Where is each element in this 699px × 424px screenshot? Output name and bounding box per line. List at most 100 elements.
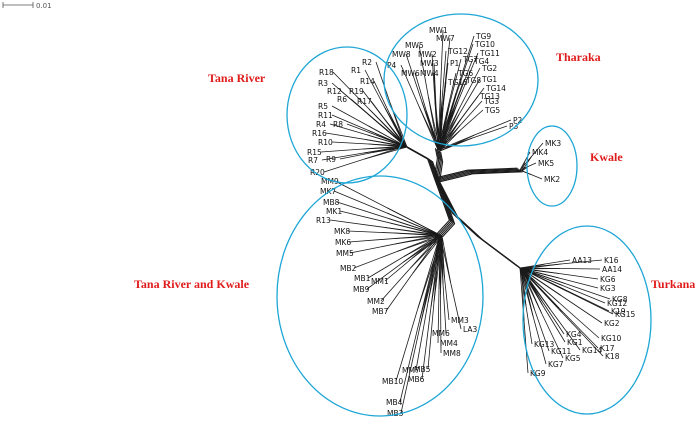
scale-bar-label: 0.01 (36, 2, 52, 10)
leaf-label: MW7 (436, 34, 455, 43)
branch-line (386, 212, 443, 237)
leaf-label: MM8 (443, 349, 461, 358)
leaf-label: R12 (327, 87, 342, 96)
leaf-label: R1 (351, 66, 361, 75)
leaf-label: K16 (604, 256, 619, 265)
leaf-label: TG13 (479, 92, 500, 101)
branch-line (521, 268, 567, 292)
leaf-label: MW5 (405, 41, 424, 50)
network-trunk-line (436, 169, 521, 181)
leaf-label: TG3 (483, 97, 499, 106)
network-trunk-line (433, 148, 438, 179)
branch-line (439, 115, 443, 152)
leaf-label: MB1 (354, 274, 371, 283)
leaf-label: MB2 (340, 264, 357, 273)
leaf-label: KG14 (582, 346, 603, 355)
leaf-label: R2 (362, 58, 372, 67)
leaf-label: P2 (513, 116, 523, 125)
leaf-label: R15 (307, 148, 322, 157)
branch-line (521, 268, 542, 314)
leaf-label: MB7 (372, 307, 389, 316)
branch-line (375, 134, 408, 148)
leaf-label: KG2 (604, 319, 620, 328)
leaf-label: R19 (349, 87, 364, 96)
leaf-label: P3 (509, 122, 519, 131)
leaf-label: MW3 (420, 59, 439, 68)
branch-line (521, 268, 551, 310)
leaf-label: R4 (316, 120, 326, 129)
branch-line (419, 107, 441, 152)
leaf-label: KG9 (530, 369, 546, 378)
leaf-label: KG11 (551, 347, 572, 356)
leaf-label: AA14 (602, 265, 622, 274)
branch-line (440, 235, 443, 295)
leaf-label: MM6 (432, 329, 450, 338)
leaf-label: R11 (318, 111, 333, 120)
leaf-label: TG14 (485, 84, 506, 93)
leaf-label: KG13 (534, 340, 555, 349)
network-trunk-line (435, 148, 440, 180)
leaf-label: TG9 (475, 32, 491, 41)
branch-line (441, 235, 451, 283)
leaf-label: TG6 (457, 69, 473, 78)
group-label-turkana: Turkana (651, 277, 695, 291)
network-core (402, 143, 523, 271)
network-trunk-line (436, 149, 441, 181)
leaf-label: R17 (357, 97, 372, 106)
leaf-label: TG10 (474, 40, 495, 49)
leaf-label: R13 (316, 216, 331, 225)
turkana-outline (522, 225, 652, 415)
network-trunk-line (439, 181, 523, 271)
leaf-label: LA3 (463, 325, 477, 334)
leaf-label: TG11 (479, 49, 500, 58)
branch-line (368, 125, 408, 148)
kwale-outline (526, 125, 578, 207)
leaf-label: R7 (308, 156, 318, 165)
branch-line (364, 146, 408, 160)
tharaka-outline (383, 13, 539, 147)
branch-line (521, 268, 562, 313)
leaf-label: MM3 (451, 316, 469, 325)
leaf-label: KG8 (612, 295, 628, 304)
leaf-label: MK1 (326, 207, 342, 216)
leaf-label: R20 (310, 168, 325, 177)
leaf-label: KG1 (567, 338, 583, 347)
network-trunk-line (434, 167, 518, 179)
leaf-label: MK6 (335, 238, 351, 247)
leaf-label: R6 (337, 95, 347, 104)
leaf-label: MB6 (408, 375, 425, 384)
cluster-outlines (276, 13, 652, 417)
branch-line (439, 122, 459, 152)
leaf-label: MW2 (418, 50, 437, 59)
leaf-label: TG8 (465, 76, 481, 85)
leaf-label: MW4 (420, 69, 439, 78)
leaf-label: K17 (600, 344, 615, 353)
leaf-label: MM2 (367, 297, 385, 306)
branch-line (521, 268, 534, 317)
scale-bar: 0.01 (2, 2, 52, 10)
leaf-label: R5 (318, 102, 328, 111)
leaf-label: MB9 (353, 285, 370, 294)
leaf-label: MM4 (440, 339, 458, 348)
leaf-label: AA13 (572, 256, 592, 265)
leaf-label: MW8 (392, 50, 411, 59)
branch-line (439, 137, 473, 152)
branch-line (410, 235, 443, 269)
leaf-label: KG3 (600, 284, 616, 293)
cluster-labels: Tana River Tharaka Kwale Tana River and … (134, 50, 695, 291)
network-trunk-line (435, 178, 452, 235)
branch-line (387, 123, 408, 148)
leaf-label: K19 (611, 307, 626, 316)
group-label-kwale: Kwale (590, 150, 623, 164)
leaf-label: MM9 (321, 177, 339, 186)
branch-line (420, 235, 443, 325)
network-trunk-line (435, 168, 519, 180)
leaf-label: MK8 (334, 227, 350, 236)
leaf-label: MM7 (402, 366, 420, 375)
leaf-label: K18 (605, 352, 620, 361)
leaf-label: MM1 (371, 277, 389, 286)
leaf-label: TG2 (481, 64, 497, 73)
branch-line (521, 170, 532, 175)
leaf-label: R14 (360, 77, 375, 86)
